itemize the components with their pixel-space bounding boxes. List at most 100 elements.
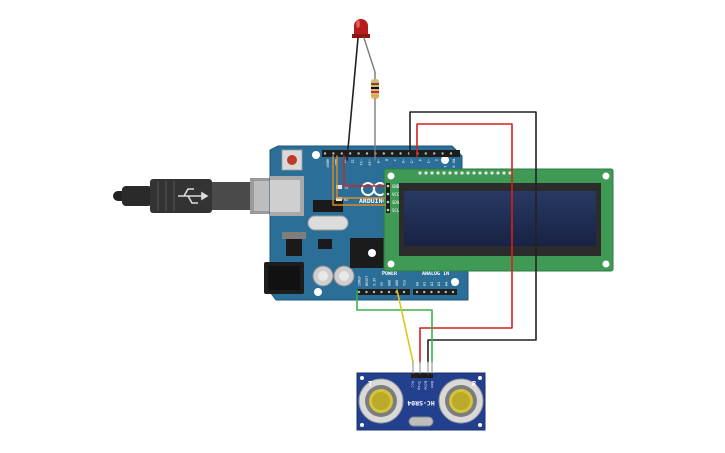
wire-green-echo[interactable]: [356, 289, 433, 363]
lcd-pin-label: VCC: [392, 192, 400, 197]
analog-pin-label: A4: [444, 282, 448, 286]
analog-pin[interactable]: [430, 290, 433, 294]
power-pin[interactable]: [380, 290, 383, 294]
left-transducer: [358, 378, 404, 424]
lcd-header-pin: [460, 171, 464, 175]
digital-pin[interactable]: [433, 152, 436, 155]
sensor-pin-label: Echo: [424, 381, 428, 390]
power-pin[interactable]: [372, 290, 376, 294]
digital-pin[interactable]: [399, 152, 402, 155]
wire-orange-scl[interactable]: [332, 155, 386, 206]
wire-black-lcd-gnd[interactable]: [409, 111, 537, 363]
power-pin-label: GND: [388, 280, 392, 286]
lcd-header-pin: [478, 171, 482, 175]
small-chip: [318, 239, 332, 249]
digital-header[interactable]: [322, 150, 460, 157]
power-pin-label: 5V: [380, 282, 384, 286]
red-led[interactable]: [352, 19, 370, 38]
lcd-header-pin: [454, 171, 458, 175]
sensor-marker-right: R: [472, 380, 477, 388]
lcd-header-pin: [466, 171, 470, 175]
analog-pin[interactable]: [444, 290, 447, 294]
digital-pin-label: ~6: [401, 159, 405, 163]
lcd-header-pin: [442, 171, 446, 175]
digital-pin[interactable]: [382, 152, 385, 155]
lcd-header-pin: [502, 171, 506, 175]
wire-orange-sda[interactable]: [336, 155, 386, 199]
lcd-header-pin: [490, 171, 494, 175]
sensor-pin-header[interactable]: [411, 373, 433, 378]
digital-pin-label: ~11: [359, 159, 363, 166]
lcd-header-pin: [448, 171, 452, 175]
sensor-pin-label: Vcc: [411, 381, 415, 388]
mount-hole: [451, 278, 459, 286]
analog-pin[interactable]: [451, 290, 455, 294]
analog-pin[interactable]: [423, 290, 426, 294]
digital-pin[interactable]: [349, 152, 352, 155]
analog-pin[interactable]: [437, 290, 440, 294]
digital-pin-label: 12: [351, 159, 355, 163]
power-header[interactable]: [356, 289, 410, 295]
sensor-model-label: HC-SR04: [407, 399, 434, 407]
analog-pin[interactable]: [415, 290, 419, 294]
resistor[interactable]: [371, 72, 379, 99]
digital-pin-label: ~10: [368, 159, 372, 166]
lcd-i2c-pins[interactable]: [386, 183, 390, 213]
lcd-top-pins: [418, 171, 512, 175]
digital-pin[interactable]: [391, 152, 394, 155]
digital-pin[interactable]: [365, 152, 369, 155]
usb-chip: [313, 200, 343, 212]
power-pin[interactable]: [387, 290, 391, 294]
lcd-header-pin: [424, 171, 428, 175]
reset-button[interactable]: [281, 149, 303, 171]
power-pin[interactable]: [357, 290, 361, 294]
digital-pin-label: 2: [435, 159, 439, 161]
power-pin[interactable]: [365, 290, 368, 294]
digital-pin[interactable]: [332, 152, 335, 155]
sensor-pin-label: Gnd: [430, 381, 434, 388]
wire-red-lcd-vcc[interactable]: [343, 155, 386, 187]
wire-yellow-trig[interactable]: [396, 289, 414, 363]
digital-pin[interactable]: [441, 152, 444, 155]
arduino-logo-text: ARDUINO: [359, 197, 386, 205]
digital-pin-label: RX 0: [452, 159, 456, 168]
lcd-pin-label: GND: [392, 184, 400, 189]
analog-pin-label: A1: [423, 282, 427, 286]
usb-icon: [178, 188, 209, 204]
capacitor: [312, 265, 334, 287]
digital-pin[interactable]: [424, 152, 427, 155]
digital-pin-label: 4: [418, 159, 422, 161]
sensor-pin-leg: [412, 361, 433, 374]
wire-red-lcd-vcc-top[interactable]: [416, 123, 513, 363]
capacitor: [333, 265, 355, 287]
digital-pin-label: ~3: [426, 159, 430, 163]
digital-pin-label: TX 1: [443, 159, 447, 168]
digital-pin-label: GND: [334, 159, 338, 166]
analog-header[interactable]: [413, 289, 457, 295]
power-pin[interactable]: [402, 290, 406, 294]
wire-led-cathode[interactable]: [346, 37, 359, 161]
sensor-marker-left: T: [368, 380, 372, 388]
digital-pin-label: ~5: [410, 159, 414, 163]
digital-pin[interactable]: [340, 152, 343, 155]
svg-text:RX: RX: [344, 198, 349, 202]
lcd-header-pin: [496, 171, 500, 175]
digital-pin[interactable]: [449, 152, 453, 155]
sensor-crystal: [408, 416, 434, 427]
digital-pin[interactable]: [323, 152, 327, 155]
right-transducer: [438, 378, 484, 424]
lcd-pin-label: SCL: [392, 208, 400, 213]
tx-led: [336, 185, 342, 189]
analog-pin-label: A2: [430, 282, 434, 286]
wire-led-anode[interactable]: [363, 37, 376, 73]
digital-pin[interactable]: [357, 152, 360, 155]
power-pin-label: GND: [395, 280, 399, 286]
mount-hole: [441, 156, 449, 164]
lcd-header-pin: [418, 171, 422, 175]
digital-pin-label: AREF: [326, 159, 330, 168]
